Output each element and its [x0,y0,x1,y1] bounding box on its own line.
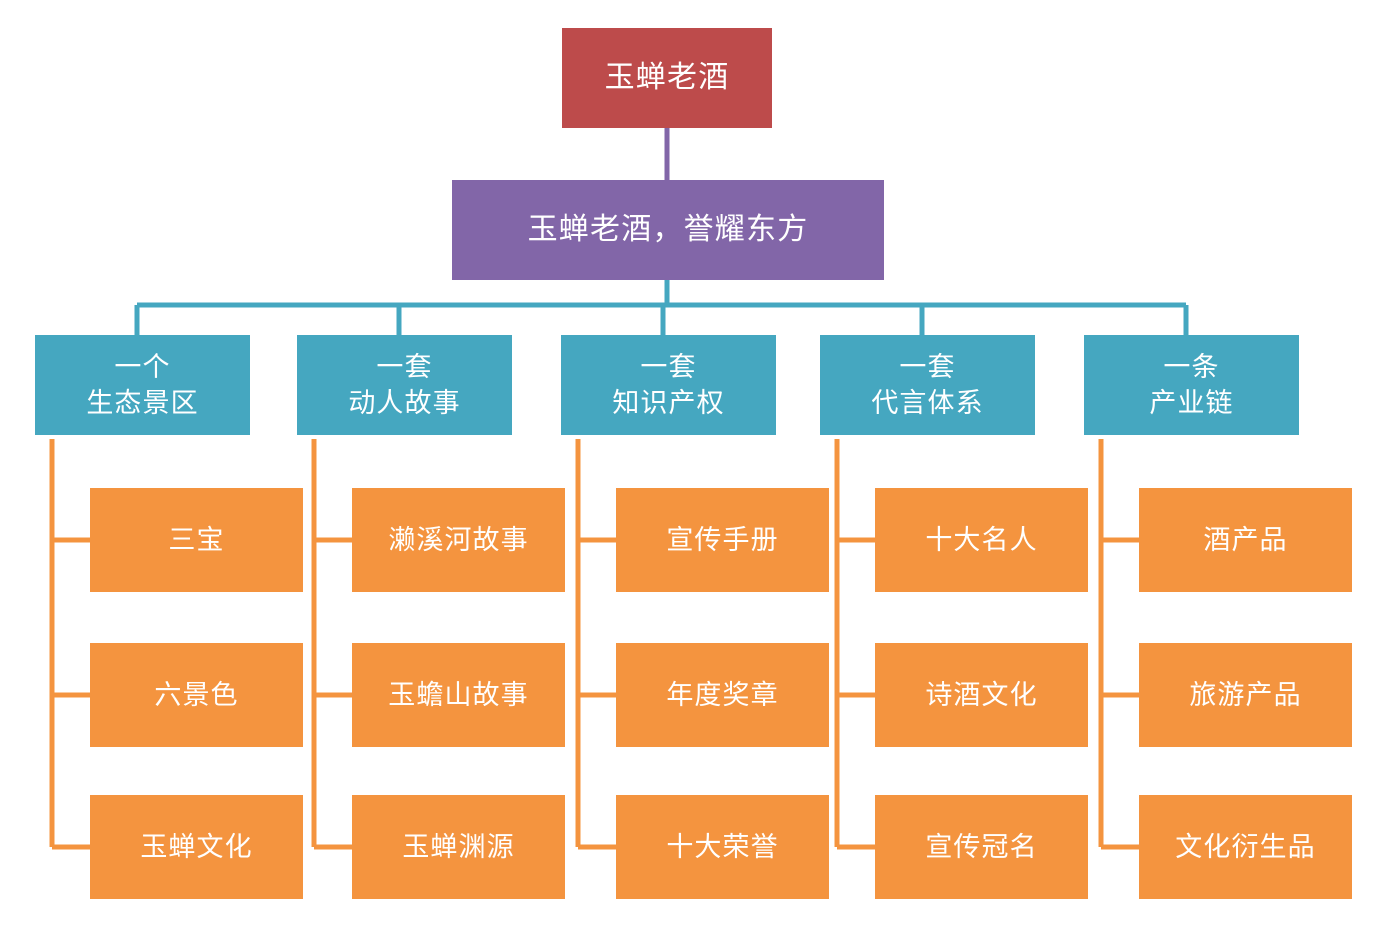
node-leaf-5-3[interactable]: 文化衍生品 [1139,795,1352,899]
node-pillar-2-line2: 动人故事 [348,388,461,418]
node-pillar-4-line1: 一套 [899,351,956,382]
node-leaf-4-1[interactable]: 十大名人 [875,488,1088,592]
node-leaf-1-2-label: 六景色 [154,679,239,710]
node-pillar-2-line1: 一套 [376,351,433,382]
node-leaf-5-3-label: 文化衍生品 [1175,831,1316,862]
node-leaf-2-2-label: 玉蟾山故事 [388,679,529,710]
node-leaf-3-1[interactable]: 宣传手册 [616,488,829,592]
node-leaf-1-2[interactable]: 六景色 [90,643,303,747]
node-slogan[interactable]: 玉蝉老酒，誉耀东方 [452,180,884,280]
node-leaf-2-3[interactable]: 玉蝉渊源 [352,795,565,899]
node-leaf-3-1-label: 宣传手册 [666,524,779,555]
node-leaf-4-3-label: 宣传冠名 [925,831,1038,862]
node-pillar-1-line2: 生态景区 [86,388,199,418]
node-pillar-3-line1: 一套 [640,351,697,382]
node-root[interactable]: 玉蝉老酒 [562,28,772,128]
node-pillar-4[interactable]: 一套代言体系 [820,335,1035,435]
node-leaf-3-3[interactable]: 十大荣誉 [616,795,829,899]
node-pillar-4-line2: 代言体系 [871,388,984,418]
node-leaf-5-2-label: 旅游产品 [1189,679,1302,710]
node-leaf-3-2[interactable]: 年度奖章 [616,643,829,747]
node-leaf-5-1-label: 酒产品 [1203,524,1288,555]
node-pillar-1-line1: 一个 [114,351,171,382]
node-leaf-4-2[interactable]: 诗酒文化 [875,643,1088,747]
node-pillar-1[interactable]: 一个生态景区 [35,335,250,435]
node-root-label: 玉蝉老酒 [604,60,730,94]
node-leaf-2-1-label: 濑溪河故事 [388,524,529,555]
node-leaf-1-1-label: 三宝 [168,524,225,555]
node-leaf-4-3[interactable]: 宣传冠名 [875,795,1088,899]
node-leaf-5-1[interactable]: 酒产品 [1139,488,1352,592]
node-pillar-5[interactable]: 一条产业链 [1084,335,1299,435]
node-pillar-3-line2: 知识产权 [612,388,725,418]
node-leaf-4-1-label: 十大名人 [925,524,1038,555]
node-leaf-1-1[interactable]: 三宝 [90,488,303,592]
node-slogan-label: 玉蝉老酒，誉耀东方 [527,212,809,246]
node-leaf-4-2-label: 诗酒文化 [925,679,1038,710]
node-leaf-2-2[interactable]: 玉蟾山故事 [352,643,565,747]
node-leaf-2-3-label: 玉蝉渊源 [402,831,515,862]
node-pillar-5-line1: 一条 [1163,351,1220,382]
node-pillar-5-line2: 产业链 [1149,388,1234,418]
node-leaf-3-2-label: 年度奖章 [666,679,779,710]
node-pillar-2[interactable]: 一套动人故事 [297,335,512,435]
node-leaf-2-1[interactable]: 濑溪河故事 [352,488,565,592]
node-leaf-5-2[interactable]: 旅游产品 [1139,643,1352,747]
node-pillar-3[interactable]: 一套知识产权 [561,335,776,435]
node-leaf-1-3-label: 玉蝉文化 [140,831,253,862]
node-leaf-1-3[interactable]: 玉蝉文化 [90,795,303,899]
node-leaf-3-3-label: 十大荣誉 [666,831,779,862]
